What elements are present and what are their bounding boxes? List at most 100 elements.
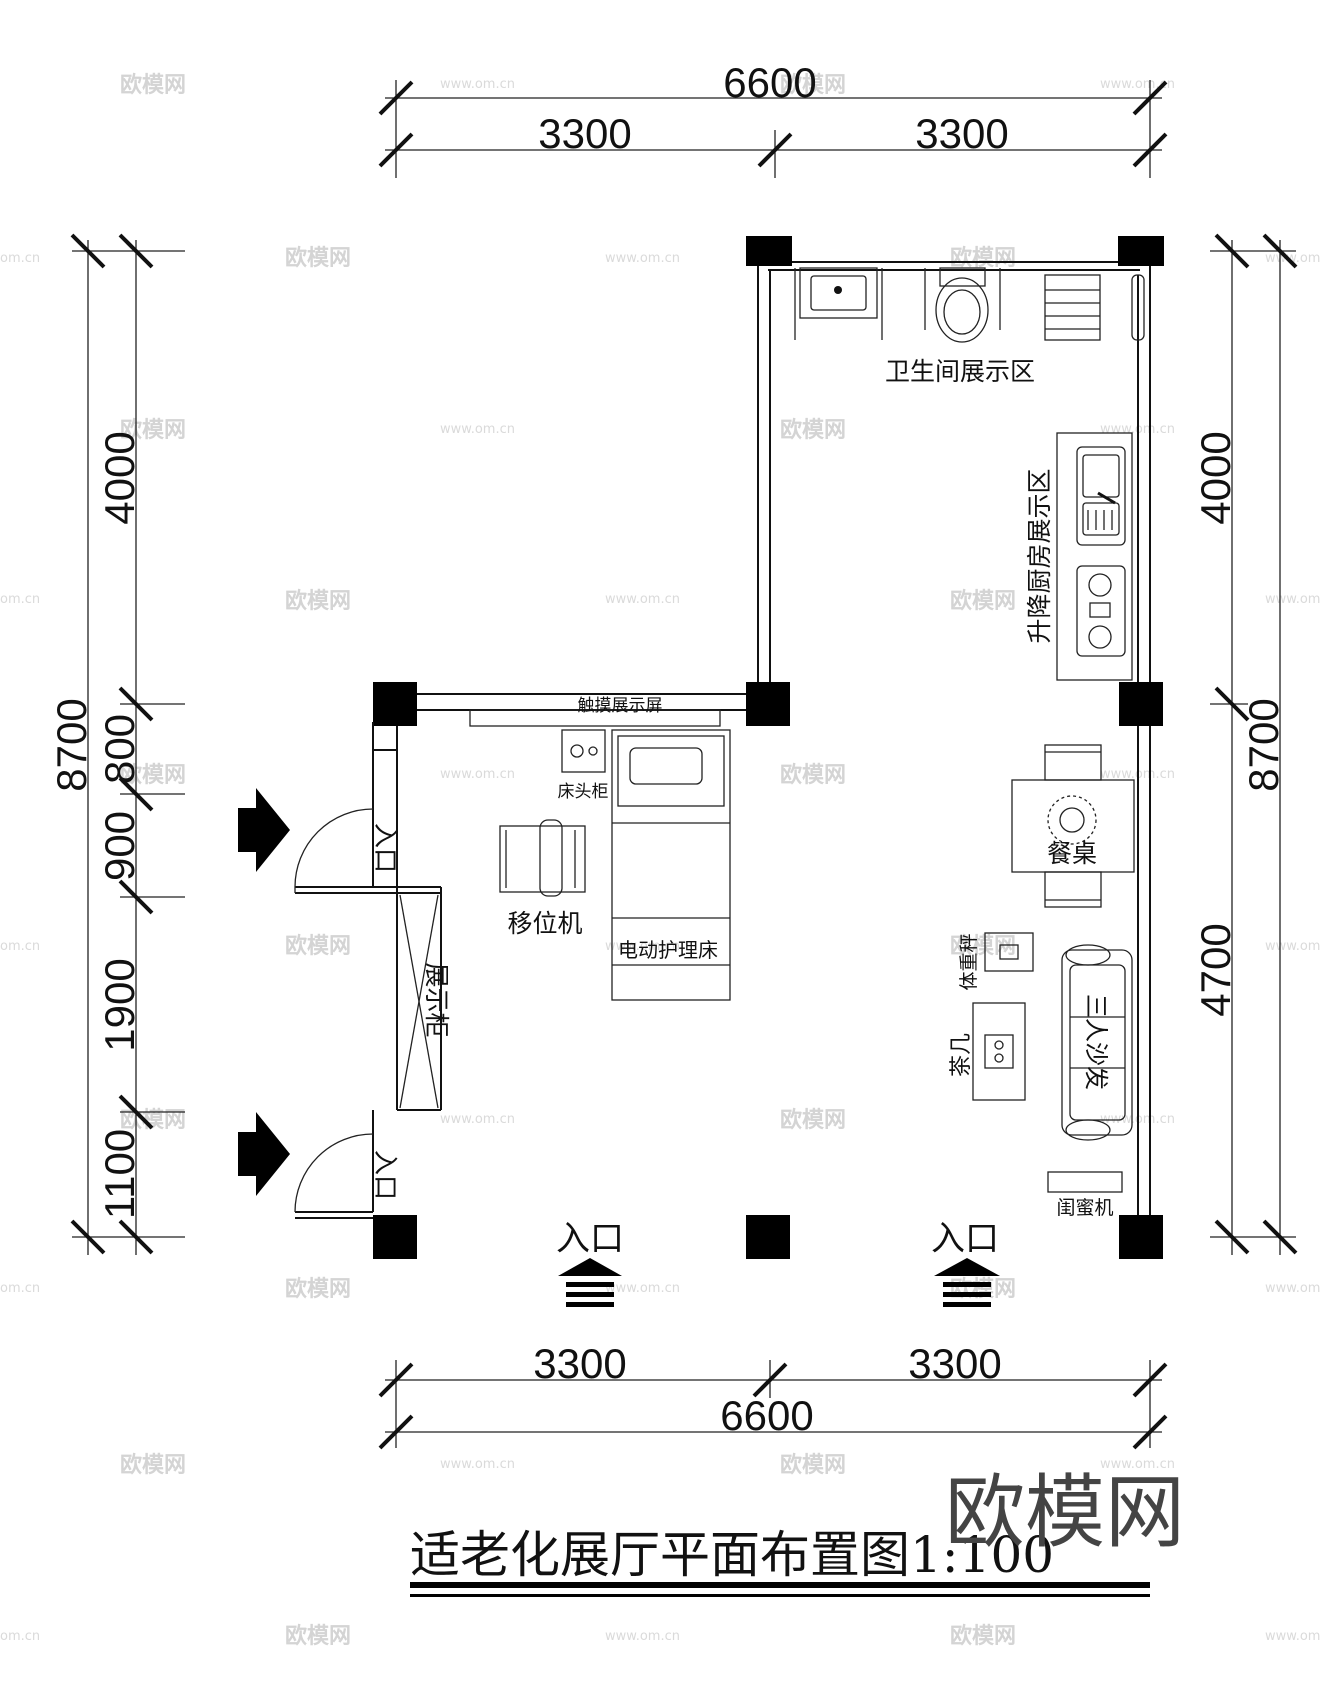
bedside-cabinet-label: 床头柜: [558, 782, 609, 802]
touch-screen: [469, 709, 721, 727]
room-label-kitchen: 升降厨房展示区: [1025, 468, 1054, 643]
watermark-logo: 欧模网: [285, 588, 351, 614]
dim-top-total: 6600: [723, 59, 816, 106]
watermark-logo: 欧模网: [285, 1623, 351, 1649]
sofa-label: 三人沙发: [1082, 994, 1110, 1090]
watermark-site: www.om.cn: [605, 1629, 680, 1644]
front-entrance-right-label: 入口: [931, 1219, 999, 1259]
dim-left-seg-3: 900: [96, 811, 143, 881]
bottom-dimension-lines: [378, 1360, 1168, 1450]
three-seat-sofa: [1061, 944, 1133, 1141]
side-door-top: [294, 722, 374, 893]
bathroom-fixtures: [794, 267, 1145, 343]
watermark-domain: om.cn: [0, 592, 40, 607]
watermark-site: www.om.cn: [605, 592, 680, 607]
dining-table: [1011, 744, 1135, 908]
bedside-cabinet: [561, 729, 606, 773]
electric-bed-label: 电动护理床: [618, 938, 718, 962]
watermark-site: www.om.cn: [440, 1457, 515, 1472]
touch-screen-label: 触摸展示屏: [578, 696, 663, 716]
watermark-site: www.om.cn: [440, 767, 515, 782]
watermark-logo: 欧模网: [950, 588, 1016, 614]
watermark-site: www.om.cn: [440, 422, 515, 437]
watermark-logo: 欧模网: [285, 933, 351, 959]
weight-scale-label: 体重秤: [958, 933, 980, 990]
dim-left-seg-4: 1900: [96, 958, 143, 1051]
electric-nursing-bed: [611, 729, 731, 1001]
dim-bottom-left: 3300: [533, 1340, 626, 1387]
watermark-logo: 欧模网: [780, 417, 846, 443]
front-entrance-left-label: 入口: [556, 1219, 624, 1259]
watermark-domain: om.cn: [0, 251, 40, 266]
watermark-logo: 欧模网: [120, 417, 186, 443]
tea-table-label: 茶几: [949, 1033, 974, 1077]
watermark-site: www.om.cn: [440, 77, 515, 92]
watermark-layer: 欧模网 www.om.cn 欧模网 www.om.cn om.cn 欧模网 ww…: [0, 72, 1320, 1649]
watermark-site: www.om.cn: [440, 1112, 515, 1127]
watermark-domain: om.cn: [0, 1281, 40, 1296]
tea-table: [972, 1002, 1026, 1101]
watermark-site: www.om.cn: [605, 1281, 680, 1296]
watermark-site: www.om.cn: [1265, 939, 1320, 954]
dim-bottom-total: 6600: [720, 1392, 813, 1439]
dim-top-left: 3300: [538, 110, 631, 157]
walls: [295, 261, 1151, 1222]
watermark-logo: 欧模网: [285, 1276, 351, 1302]
dim-left-seg-5: 1100: [96, 1129, 143, 1219]
dim-right-lower: 4700: [1192, 923, 1239, 1016]
dim-left-total: 8700: [48, 698, 95, 791]
dim-left-seg-1: 4000: [96, 431, 143, 524]
dim-top-right: 3300: [915, 110, 1008, 157]
companion-robot-label: 闺蜜机: [1056, 1197, 1113, 1219]
entrance-arrow-icon: [934, 1258, 1000, 1307]
title-underline-thin: [410, 1594, 1150, 1597]
side-entrance-top-label: 入口: [371, 823, 400, 873]
side-entrance-bottom-label: 入口: [371, 1150, 400, 1200]
title-underline-thick: [410, 1582, 1150, 1588]
watermark-site: www.om.cn: [1265, 251, 1320, 266]
watermark-logo: 欧模网: [120, 762, 186, 788]
dim-right-total: 8700: [1240, 698, 1287, 791]
watermark-site: www.om.cn: [1265, 592, 1320, 607]
watermark-logo: 欧模网: [950, 933, 1016, 959]
companion-robot: [1047, 1171, 1123, 1193]
watermark-logo: 欧模网: [120, 1107, 186, 1133]
room-label-bathroom: 卫生间展示区: [885, 357, 1035, 386]
watermark-domain: om.cn: [0, 939, 40, 954]
watermark-site: www.om.cn: [605, 939, 680, 954]
watermark-logo: 欧模网: [285, 245, 351, 271]
display-cabinet: [399, 894, 439, 1109]
entrance-arrow-icon: [238, 1112, 290, 1196]
transfer-machine: [499, 819, 586, 897]
drawing-title: 适老化展厅平面布置图1:100: [410, 1526, 1054, 1584]
watermark-site: www.om.cn: [1100, 77, 1175, 92]
entrance-arrow-icon: [238, 788, 290, 872]
entrance-arrow-icon: [558, 1258, 622, 1307]
watermark-site: www.om.cn: [1265, 1281, 1320, 1296]
dining-table-label: 餐桌: [1047, 839, 1097, 868]
top-dimension-lines: [378, 80, 1168, 178]
watermark-logo: 欧模网: [950, 1276, 1016, 1302]
watermark-logo-large: 欧模网: [945, 1466, 1185, 1559]
watermark-logo: 欧模网: [120, 72, 186, 98]
dim-bottom-right: 3300: [908, 1340, 1001, 1387]
watermark-logo: 欧模网: [780, 1107, 846, 1133]
watermark-site: www.om.cn: [605, 251, 680, 266]
watermark-logo: 欧模网: [120, 1452, 186, 1478]
display-cabinet-label: 展示柜: [422, 962, 451, 1037]
watermark-logo: 欧模网: [780, 72, 846, 98]
watermark-logo: 欧模网: [950, 245, 1016, 271]
weight-scale: [984, 932, 1034, 972]
dim-right-upper: 4000: [1192, 431, 1239, 524]
right-dimension-lines: [1210, 233, 1298, 1255]
side-door-bottom: [294, 1110, 374, 1213]
watermark-site: www.om.cn: [1265, 1629, 1320, 1644]
watermark-domain: om.cn: [0, 1629, 40, 1644]
watermark-logo: 欧模网: [780, 1452, 846, 1478]
watermark-logo: 欧模网: [950, 1623, 1016, 1649]
structural-columns: [373, 236, 1164, 1259]
transfer-machine-label: 移位机: [507, 909, 582, 938]
left-dimension-lines: [70, 233, 185, 1255]
kitchen-counter: [1056, 432, 1133, 681]
